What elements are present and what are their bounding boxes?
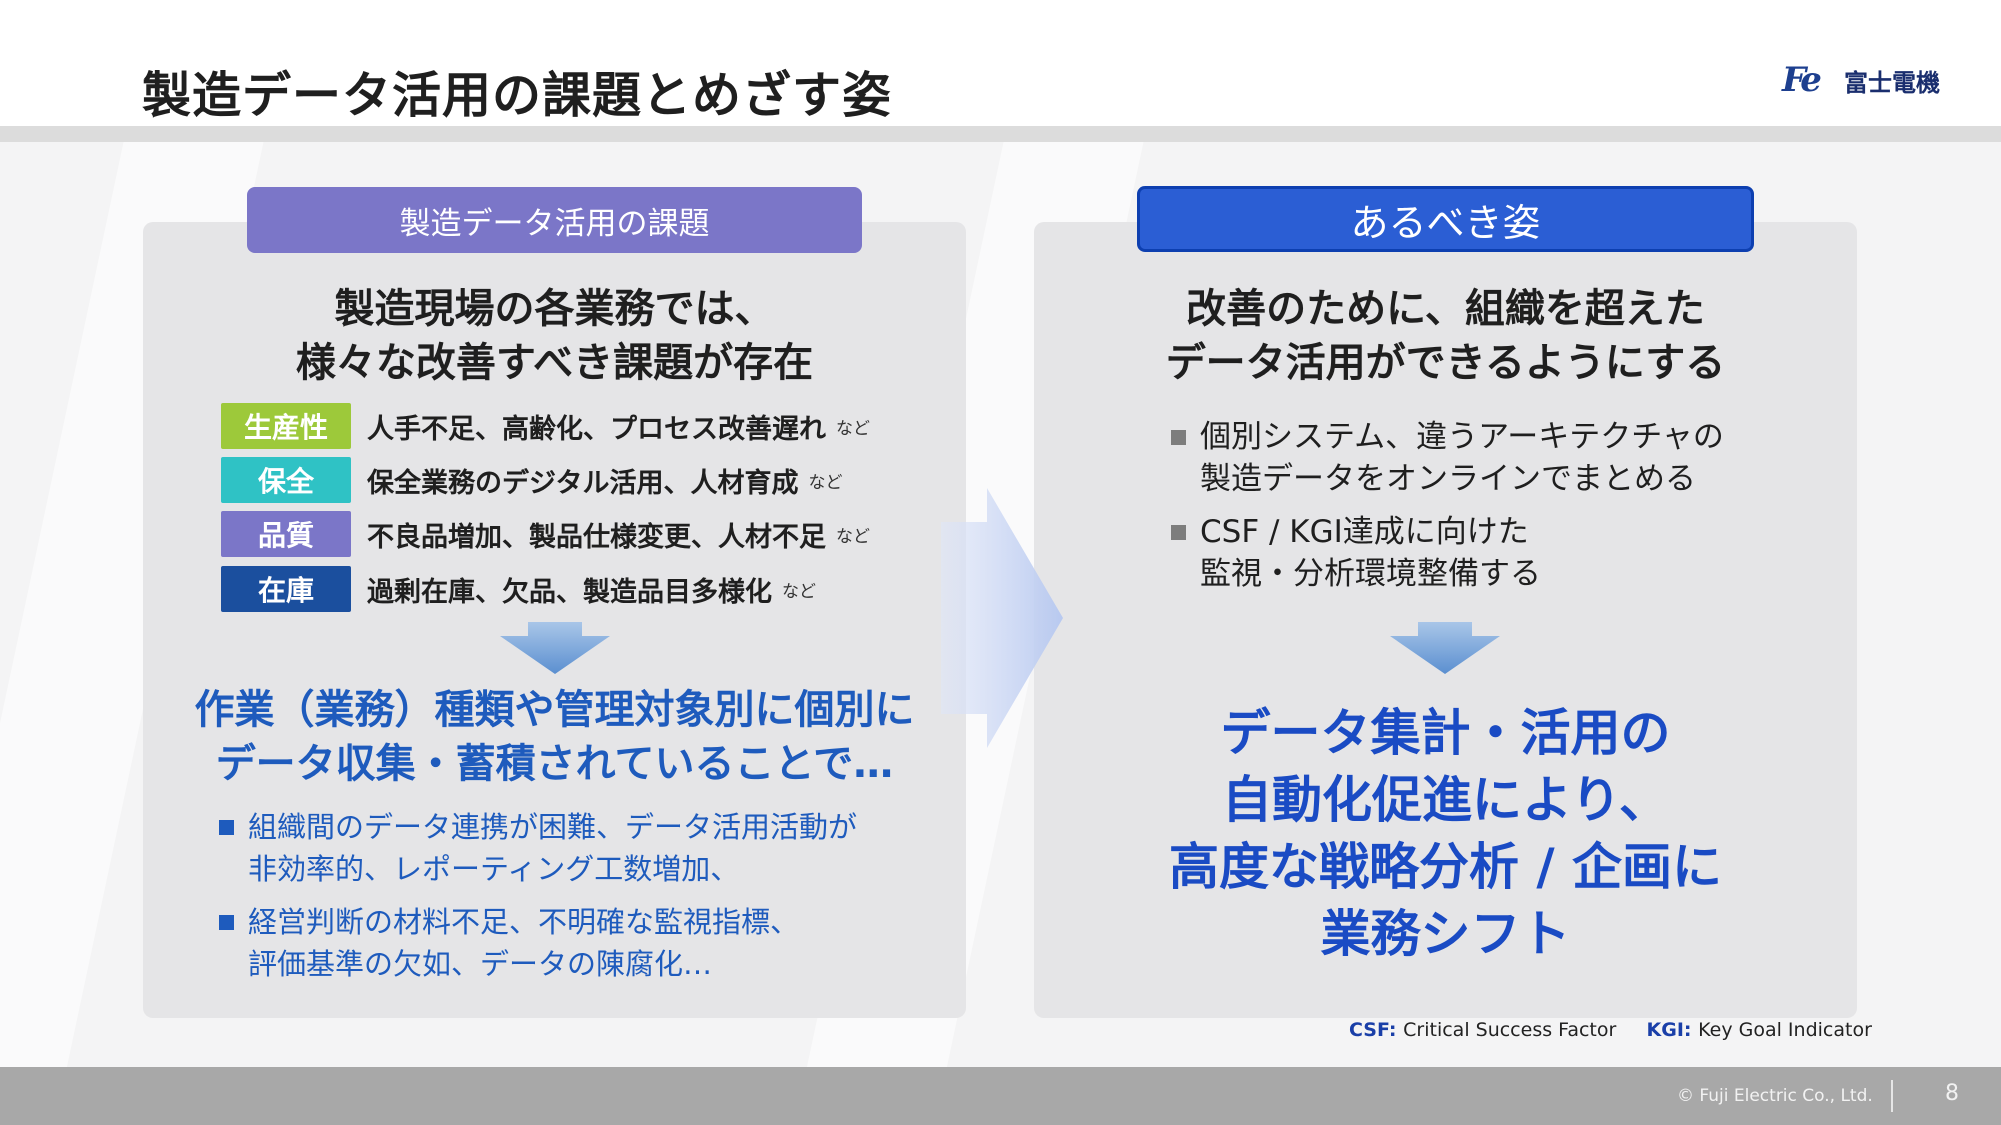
issue-text: 保全業務のデジタル活用、人材育成 xyxy=(367,467,799,499)
csf-key: CSF xyxy=(1349,1019,1389,1041)
issue-bullet: 経営判断の材料不足、不明確な監視指標、 評価基準の欠如、データの陳腐化… xyxy=(219,901,799,985)
bullet-square-icon xyxy=(1171,525,1186,540)
down-arrow-icon xyxy=(1390,622,1500,674)
bullet-square-icon xyxy=(219,915,234,930)
slide-footer xyxy=(0,1067,2001,1125)
issue-row-quality: 品質 不良品増加、製品仕様変更、人材不足 など xyxy=(221,511,870,557)
bullet-line: 監視・分析環境整備する xyxy=(1200,556,1541,592)
logo-text: 富士電機 xyxy=(1844,68,1940,97)
bullet-line: 経営判断の材料不足、不明確な監視指標、 xyxy=(248,905,800,939)
goal-bullet: 個別システム、違うアーキテクチャの 製造データをオンラインでまとめる xyxy=(1171,416,1724,500)
copyright-text: © Fuji Electric Co., Ltd. xyxy=(1677,1086,1873,1106)
kgi-colon: : xyxy=(1683,1019,1699,1041)
issue-tag: 在庫 xyxy=(221,566,351,612)
result-line: 自動化促進により、 xyxy=(1222,771,1669,829)
page-number: 8 xyxy=(1945,1081,1959,1106)
kgi-key: KGI xyxy=(1646,1019,1684,1041)
issue-row-inventory: 在庫 過剰在庫、欠品、製造品目多様化 など xyxy=(221,566,816,612)
issue-tag: 保全 xyxy=(221,457,351,503)
issue-text: 不良品増加、製品仕様変更、人材不足 xyxy=(367,521,826,553)
issues-headline: 製造現場の各業務では、 様々な改善すべき課題が存在 xyxy=(143,282,966,390)
bullet-line: CSF / KGI達成に向けた xyxy=(1200,514,1529,550)
csf-colon: : xyxy=(1388,1019,1404,1041)
conclusion-line: データ収集・蓄積されていることで… xyxy=(215,741,894,787)
issue-note: など xyxy=(836,418,870,439)
headline-line: データ活用ができるようにする xyxy=(1165,340,1726,386)
result-line: 業務シフト xyxy=(1320,905,1571,963)
issues-panel xyxy=(143,222,966,1018)
goal-title-pill: あるべき姿 xyxy=(1137,186,1754,252)
bullet-line: 製造データをオンラインでまとめる xyxy=(1200,461,1696,497)
kgi-value: Key Goal Indicator xyxy=(1698,1019,1872,1041)
conclusion-line: 作業（業務）種類や管理対象別に個別に xyxy=(194,687,915,733)
issue-note: など xyxy=(808,472,843,493)
issue-tag: 生産性 xyxy=(221,403,351,449)
goal-panel xyxy=(1034,222,1857,1018)
company-logo: Fe 富士電機 xyxy=(1782,60,1940,100)
abbreviation-footnote: CSF: Critical Success Factor KGI: Key Go… xyxy=(1349,1019,1872,1041)
headline-line: 様々な改善すべき課題が存在 xyxy=(295,340,814,386)
csf-value: Critical Success Factor xyxy=(1403,1019,1617,1041)
issue-note: など xyxy=(836,526,870,547)
issue-tag: 品質 xyxy=(221,511,351,557)
issue-row-maintenance: 保全 保全業務のデジタル活用、人材育成 など xyxy=(221,457,842,503)
result-line: データ集計・活用の xyxy=(1220,704,1671,762)
issue-bullet: 組織間のデータ連携が困難、データ活用活動が 非効率的、レポーティング工数増加、 xyxy=(219,806,857,890)
page-title: 製造データ活用の課題とめざす姿 xyxy=(142,67,893,124)
result-line: 高度な戦略分析 / 企画に xyxy=(1168,838,1723,896)
bullet-line: 非効率的、レポーティング工数増加、 xyxy=(248,852,740,886)
header-divider xyxy=(0,126,2001,142)
footer-divider xyxy=(1891,1080,1893,1112)
bullet-line: 個別システム、違うアーキテクチャの xyxy=(1200,419,1724,455)
issues-conclusion: 作業（業務）種類や管理対象別に個別に データ収集・蓄積されていることで… xyxy=(143,683,966,791)
goal-bullet: CSF / KGI達成に向けた 監視・分析環境整備する xyxy=(1171,511,1541,595)
bullet-square-icon xyxy=(219,820,234,835)
down-arrow-icon xyxy=(500,622,610,674)
goal-result: データ集計・活用の 自動化促進により、 高度な戦略分析 / 企画に 業務シフト xyxy=(1034,700,1857,968)
bullet-square-icon xyxy=(1171,430,1186,445)
bullet-line: 評価基準の欠如、データの陳腐化… xyxy=(248,947,713,981)
issue-row-productivity: 生産性 人手不足、高齢化、プロセス改善遅れ など xyxy=(221,403,870,449)
slide-header xyxy=(0,0,2001,126)
goal-headline: 改善のために、組織を超えた データ活用ができるようにする xyxy=(1034,282,1857,390)
issue-text: 過剰在庫、欠品、製造品目多様化 xyxy=(367,576,772,608)
bullet-line: 組織間のデータ連携が困難、データ活用活動が xyxy=(248,810,858,844)
issues-title-pill: 製造データ活用の課題 xyxy=(247,187,862,253)
issue-text: 人手不足、高齢化、プロセス改善遅れ xyxy=(367,413,826,445)
headline-line: 製造現場の各業務では、 xyxy=(334,286,775,332)
headline-line: 改善のために、組織を超えた xyxy=(1186,286,1705,332)
issue-note: など xyxy=(782,581,816,602)
logo-mark-icon: Fe xyxy=(1782,60,1822,100)
transition-arrow-icon xyxy=(941,488,1063,748)
